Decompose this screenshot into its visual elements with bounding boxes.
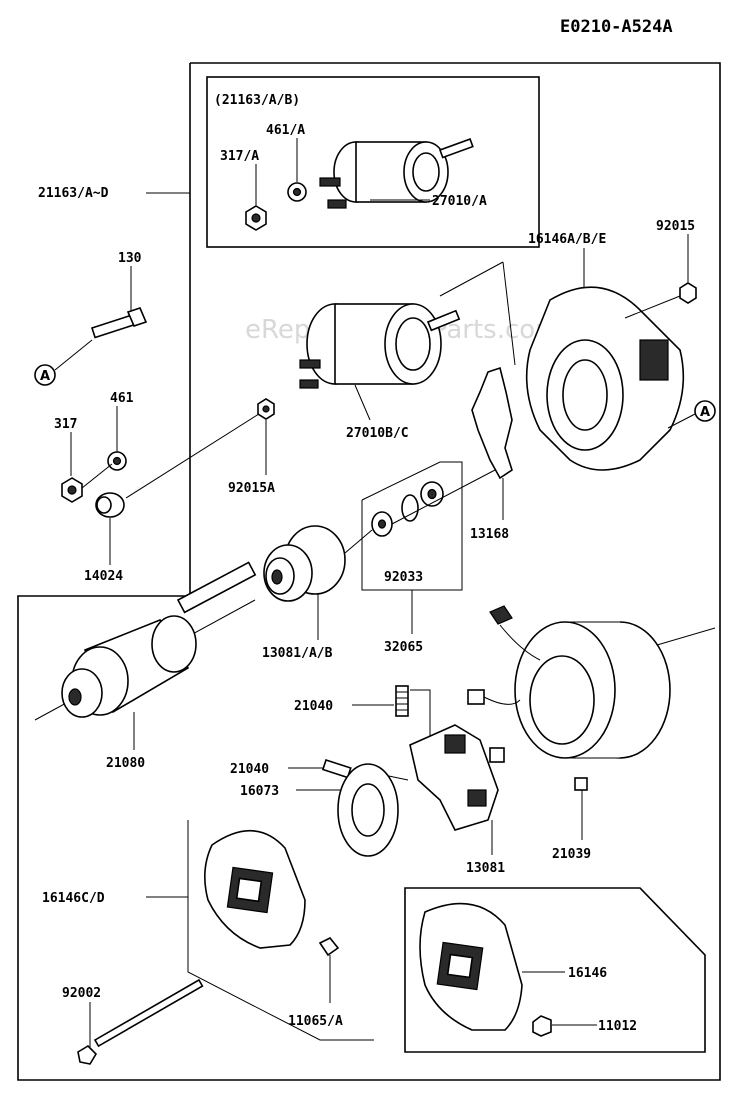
label-92015a: 92015A [228,481,275,496]
washer-461 [107,451,127,471]
nut-11012 [532,1015,552,1037]
label-21080: 21080 [106,756,145,771]
nut-92015a [257,398,275,420]
label-317a: 317/A [220,149,259,164]
label-92002: 92002 [62,986,101,1001]
ref-marker-a-left [34,364,56,386]
label-14024: 14024 [84,569,123,584]
solenoid-inset-box [206,76,540,248]
ref-marker-a-right [694,400,716,422]
nut-92015 [679,282,697,304]
label-21163-ad: 21163/A~D [38,186,109,201]
label-13081: 13081 [466,861,505,876]
label-16146: 16146 [568,966,607,981]
washer-461a [287,182,307,202]
label-16073: 16073 [240,784,279,799]
label-92033: 92033 [384,570,423,585]
bolt-92002 [77,978,204,1065]
solenoid-27010bc [299,303,461,389]
label-27010a: 27010/A [432,194,487,209]
label-130: 130 [118,251,142,266]
label-21039: 21039 [552,847,591,862]
cover-inset-box [404,887,706,1053]
housing-16146abe [525,286,685,471]
yoke-21039 [467,605,716,791]
nut-317a [245,205,267,231]
armature-21080 [34,561,257,721]
pinion-13081ab [263,525,346,602]
label-92015: 92015 [656,219,695,234]
nut-317 [61,477,83,503]
label-461: 461 [110,391,134,406]
rear-cover-16146 [419,902,523,1031]
label-27010bc: 27010B/C [346,426,409,441]
bushing-14024 [95,492,125,518]
label-11065a: 11065/A [288,1014,343,1029]
label-16146abe: 16146A/B/E [528,232,606,247]
inset-title: (21163/A/B) [214,93,300,108]
label-13168: 13168 [470,527,509,542]
label-13081ab: 13081/A/B [262,646,333,661]
label-32065: 32065 [384,640,423,655]
label-21040-a: 21040 [294,699,333,714]
spring-21040-b [321,758,352,779]
brush-holder-16073 [337,763,399,857]
label-11012: 11012 [598,1019,637,1034]
spring-21040-a [395,685,409,717]
main-frame [17,62,721,1081]
label-16146cd: 16146C/D [42,891,105,906]
diagram-code: E0210-A524A [560,17,673,37]
shift-lever-13168 [471,366,513,480]
label-461a: 461/A [266,123,305,138]
label-21040-b: 21040 [230,762,269,777]
ref-marker-a-right-label: A [700,405,710,420]
solenoid-27010a [319,138,474,209]
bolt-130 [90,307,148,339]
label-317: 317 [54,417,77,432]
brush-holder-13081 [409,724,499,831]
ref-marker-a-left-label: A [40,369,50,384]
rear-cover-16146cd [204,829,306,949]
screw-11065a [318,936,340,957]
